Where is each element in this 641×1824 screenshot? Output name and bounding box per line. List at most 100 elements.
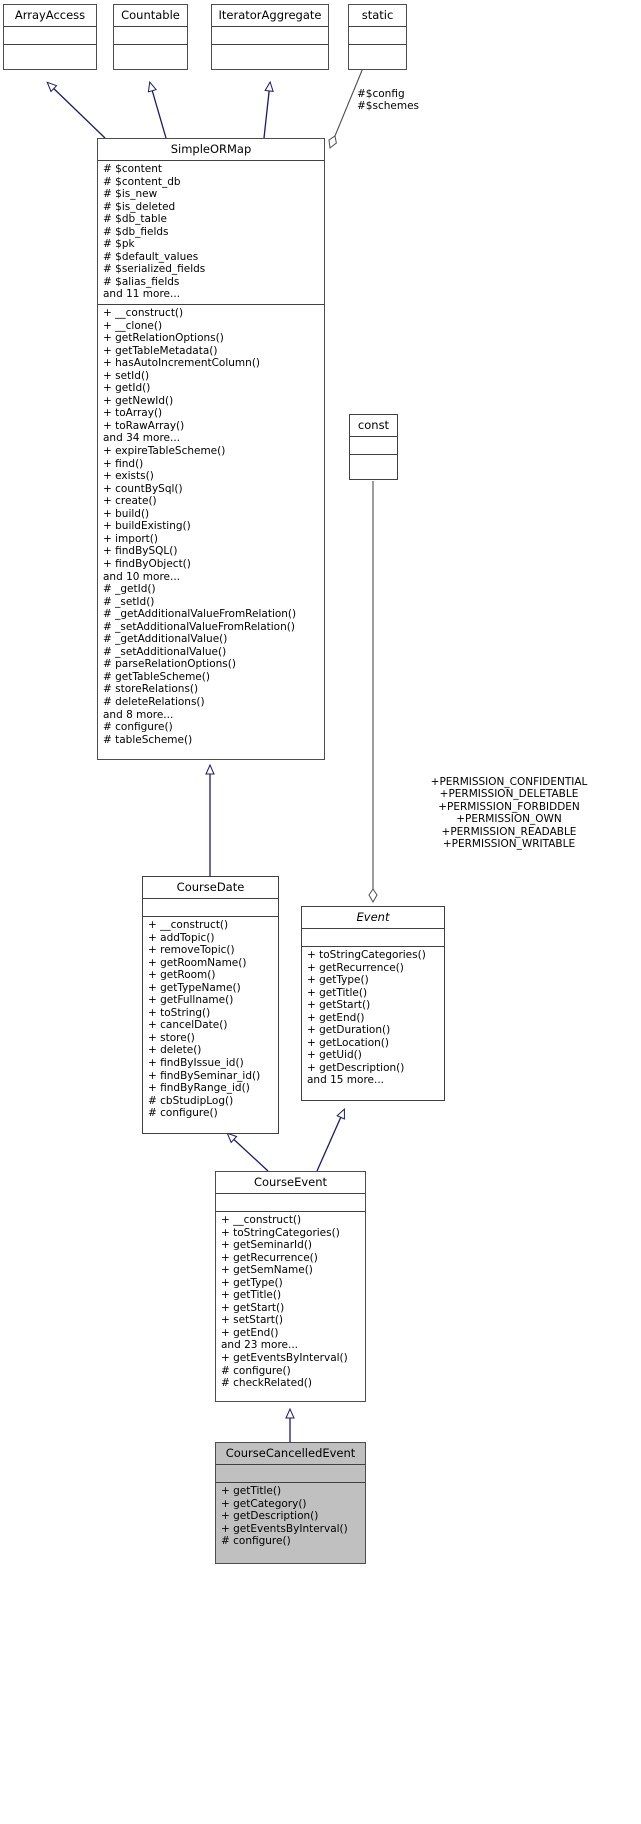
- class-member-row: + cancelDate(): [148, 1019, 228, 1032]
- class-member-row: # getTableScheme(): [103, 670, 210, 683]
- class-title-countable: Countable: [114, 5, 187, 27]
- class-member-row: + hasAutoIncrementColumn(): [103, 357, 261, 370]
- class-box-const[interactable]: const: [349, 414, 398, 480]
- edge-label-line: +PERMISSION_DELETABLE: [439, 788, 579, 801]
- class-attributes-const: [350, 437, 397, 455]
- class-member-row: + setId(): [103, 369, 150, 382]
- class-attributes-course-cancelled-event: [216, 1465, 365, 1483]
- class-member-row: + getLocation(): [307, 1036, 389, 1049]
- class-member-row: # $alias_fields: [103, 275, 180, 288]
- class-member-row: + getTitle(): [221, 1289, 282, 1302]
- class-member-row: + countBySql(): [103, 482, 183, 495]
- class-member-row: + getStart(): [221, 1301, 285, 1314]
- class-member-row: # $pk: [103, 238, 135, 251]
- class-title-course-cancelled-event: CourseCancelledEvent: [216, 1443, 365, 1465]
- class-member-row: # storeRelations(): [103, 683, 199, 696]
- class-attributes-static: [349, 27, 406, 45]
- class-member-row: + getTitle(): [307, 986, 368, 999]
- class-box-course-date[interactable]: CourseDate + __construct()+ addTopic()+ …: [142, 876, 279, 1134]
- class-member-row: # configure(): [103, 721, 173, 734]
- class-box-static[interactable]: static: [348, 4, 407, 70]
- class-attributes-array-access: [4, 27, 96, 45]
- class-methods-course-cancelled-event: + getTitle()+ getCategory()+ getDescript…: [216, 1483, 365, 1551]
- class-member-row: # $db_fields: [103, 225, 169, 238]
- class-member-row: # $default_values: [103, 250, 199, 263]
- class-methods-const: [350, 455, 397, 472]
- class-member-row: # checkRelated(): [221, 1377, 312, 1390]
- class-member-row: + toStringCategories(): [307, 949, 426, 961]
- class-methods-array-access: [4, 45, 96, 62]
- class-box-course-cancelled-event[interactable]: CourseCancelledEvent + getTitle()+ getCa…: [215, 1442, 366, 1564]
- class-methods-static: [349, 45, 406, 62]
- class-member-row: + getTableMetadata(): [103, 344, 218, 357]
- class-member-row: + delete(): [148, 1044, 202, 1057]
- class-member-row: # _getAdditionalValue(): [103, 633, 228, 646]
- class-member-row: + store(): [148, 1031, 195, 1044]
- class-box-simple-ormap[interactable]: SimpleORMap # $content# $content_db# $is…: [97, 138, 325, 760]
- class-member-row: # _setAdditionalValueFromRelation(): [103, 620, 295, 633]
- class-member-row: + getEnd(): [307, 1011, 365, 1024]
- class-member-row: + find(): [103, 457, 144, 470]
- class-member-row: + toString(): [148, 1006, 211, 1019]
- edge-label-line: +PERMISSION_READABLE: [441, 825, 577, 838]
- class-member-row: + getDuration(): [307, 1024, 391, 1037]
- class-member-row: # cbStudipLog(): [148, 1094, 234, 1107]
- class-member-row: + getDescription(): [221, 1510, 319, 1523]
- class-methods-course-event: + __construct()+ toStringCategories()+ g…: [216, 1212, 365, 1393]
- class-member-row: + getTypeName(): [148, 981, 241, 994]
- class-member-row: + getType(): [307, 974, 369, 987]
- class-box-iterator-aggregate[interactable]: IteratorAggregate: [211, 4, 329, 70]
- class-title-course-date: CourseDate: [143, 877, 278, 899]
- edge-label-static-simpleormap: #$config #$schemes: [357, 88, 419, 113]
- class-member-row: # $serialized_fields: [103, 263, 206, 276]
- class-member-row: + __construct(): [221, 1214, 302, 1226]
- class-member-row: + findByObject(): [103, 557, 191, 570]
- class-member-row: + getSeminarId(): [221, 1239, 313, 1252]
- class-member-row: + getSemName(): [221, 1264, 313, 1277]
- class-member-row: + create(): [103, 495, 157, 508]
- class-member-row: + import(): [103, 532, 158, 545]
- class-member-row: + __clone(): [103, 319, 163, 332]
- class-member-row: + getRecurrence(): [307, 961, 404, 974]
- class-member-row: + findBySeminar_id(): [148, 1069, 261, 1082]
- class-member-row: + buildExisting(): [103, 520, 191, 533]
- class-member-row: + findByRange_id(): [148, 1082, 250, 1095]
- class-member-row: + getEnd(): [221, 1326, 279, 1339]
- class-member-row: and 15 more...: [307, 1074, 385, 1087]
- class-methods-countable: [114, 45, 187, 62]
- class-member-row: + __construct(): [103, 307, 184, 320]
- class-member-row: # tableScheme(): [103, 733, 193, 746]
- class-member-row: # configure(): [221, 1535, 291, 1548]
- edge-label-line: #$schemes: [357, 100, 419, 113]
- class-member-row: and 8 more...: [103, 708, 174, 721]
- class-attributes-iterator-aggregate: [212, 27, 328, 45]
- class-member-row: # _getAdditionalValueFromRelation(): [103, 608, 297, 621]
- class-box-countable[interactable]: Countable: [113, 4, 188, 70]
- class-member-row: + getUid(): [307, 1049, 362, 1062]
- class-box-course-event[interactable]: CourseEvent + __construct()+ toStringCat…: [215, 1171, 366, 1402]
- class-member-row: and 10 more...: [103, 570, 181, 583]
- class-member-row: + build(): [103, 507, 150, 520]
- class-member-row: + getRecurrence(): [221, 1251, 318, 1264]
- class-attributes-event: [302, 929, 444, 947]
- class-member-row: + getEventsByInterval(): [221, 1522, 348, 1535]
- class-member-row: + addTopic(): [148, 931, 215, 944]
- class-title-static: static: [349, 5, 406, 27]
- class-title-iterator-aggregate: IteratorAggregate: [212, 5, 328, 27]
- edge-label-line: +PERMISSION_WRITABLE: [442, 838, 576, 851]
- class-member-row: # $content: [103, 163, 163, 175]
- class-title-simple-ormap: SimpleORMap: [98, 139, 324, 161]
- class-title-event: Event: [302, 907, 444, 929]
- class-member-row: + getRelationOptions(): [103, 332, 224, 345]
- class-attributes-simple-ormap: # $content# $content_db# $is_new# $is_de…: [98, 161, 324, 306]
- class-member-row: + toStringCategories(): [221, 1226, 340, 1239]
- class-title-course-event: CourseEvent: [216, 1172, 365, 1194]
- class-box-event[interactable]: Event + toStringCategories()+ getRecurre…: [301, 906, 445, 1101]
- class-member-row: + findBySQL(): [103, 545, 178, 558]
- edge-label-line: +PERMISSION_FORBIDDEN: [438, 800, 580, 813]
- class-member-row: # configure(): [221, 1364, 291, 1377]
- class-member-row: and 11 more...: [103, 288, 181, 301]
- class-member-row: # $is_deleted: [103, 200, 176, 213]
- class-box-array-access[interactable]: ArrayAccess: [3, 4, 97, 70]
- class-member-row: + getType(): [221, 1276, 283, 1289]
